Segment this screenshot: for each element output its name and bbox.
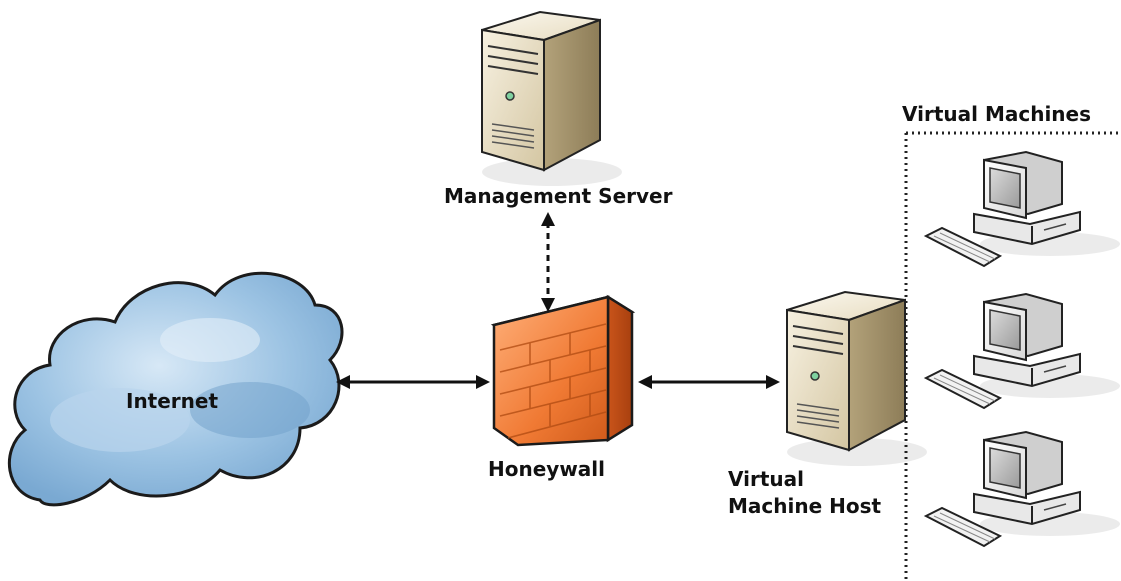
internet-label: Internet: [126, 389, 219, 413]
internet-cloud-icon: [8, 271, 344, 507]
virtual-machine-host-label: Virtual Machine Host: [728, 466, 881, 520]
virtual-machines-label: Virtual Machines: [902, 102, 1092, 126]
virtual-machine-1-icon: [925, 151, 1121, 267]
virtual-machine-3-icon: [925, 431, 1121, 547]
virtual-machine-2-icon: [925, 293, 1121, 409]
honeywall-label: Honeywall: [488, 457, 606, 481]
management-server-label: Management Server: [444, 184, 673, 208]
virtual-machine-host-label-line2: Machine Host: [728, 494, 882, 518]
honeywall-vmhost-connector: [638, 375, 780, 389]
internet-honeywall-connector: [336, 375, 490, 389]
virtual-machine-host-label-line1: Virtual: [728, 467, 804, 491]
management-honeywall-connector: [541, 212, 555, 312]
management-server-icon: [481, 11, 623, 187]
brick-firewall-icon: [490, 294, 636, 447]
